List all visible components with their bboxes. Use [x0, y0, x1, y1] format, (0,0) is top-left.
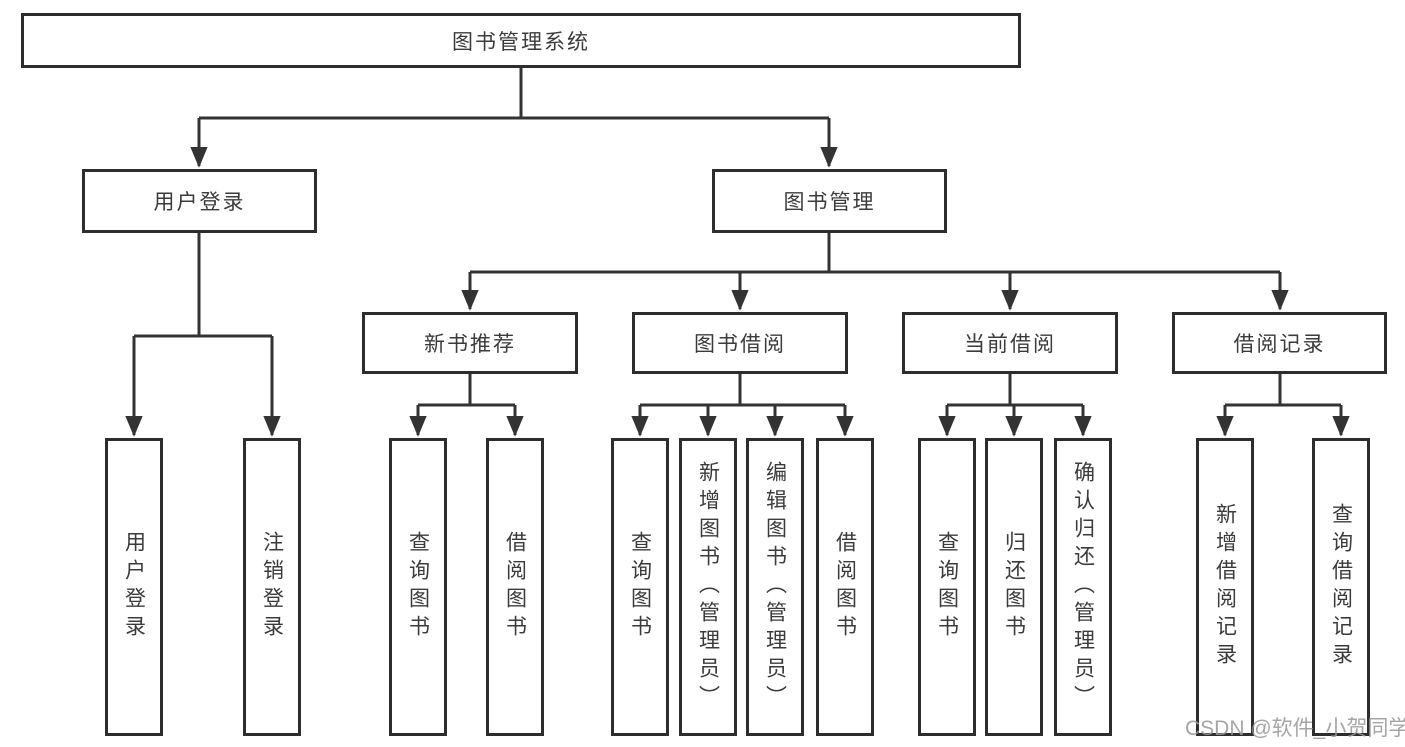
- node-current-borrowing: 当前借阅: [902, 312, 1118, 374]
- leaf-edit-books-admin: 编辑图书（管理员）: [746, 438, 804, 736]
- connector-trunks: [134, 68, 1341, 407]
- node-book-management: 图书管理: [712, 169, 947, 233]
- leaf-borrow-books-borrowing: 借阅图书: [816, 438, 874, 736]
- node-root-library-system: 图书管理系统: [21, 13, 1021, 68]
- leaf-confirm-return-admin: 确认归还（管理员）: [1054, 438, 1112, 736]
- leaf-query-books-recommend: 查询图书: [389, 438, 447, 736]
- leaf-logout: 注销登录: [243, 438, 301, 736]
- connector-arrows: [125, 118, 1350, 437]
- node-user-login: 用户登录: [82, 169, 317, 233]
- leaf-query-books-borrowing: 查询图书: [611, 438, 669, 736]
- leaf-user-login: 用户登录: [105, 438, 163, 736]
- node-book-borrowing: 图书借阅: [632, 312, 848, 374]
- leaf-borrow-books-recommend: 借阅图书: [486, 438, 544, 736]
- node-new-book-recommend: 新书推荐: [362, 312, 578, 374]
- leaf-add-borrow-record: 新增借阅记录: [1196, 438, 1254, 736]
- leaf-return-books: 归还图书: [985, 438, 1043, 736]
- node-borrowing-records: 借阅记录: [1172, 312, 1387, 374]
- leaf-add-books-admin: 新增图书（管理员）: [679, 438, 737, 736]
- leaf-query-borrow-record: 查询借阅记录: [1312, 438, 1370, 736]
- csdn-watermark: CSDN @软件_小贺同学: [1185, 717, 1405, 740]
- leaf-query-books-current: 查询图书: [918, 438, 976, 736]
